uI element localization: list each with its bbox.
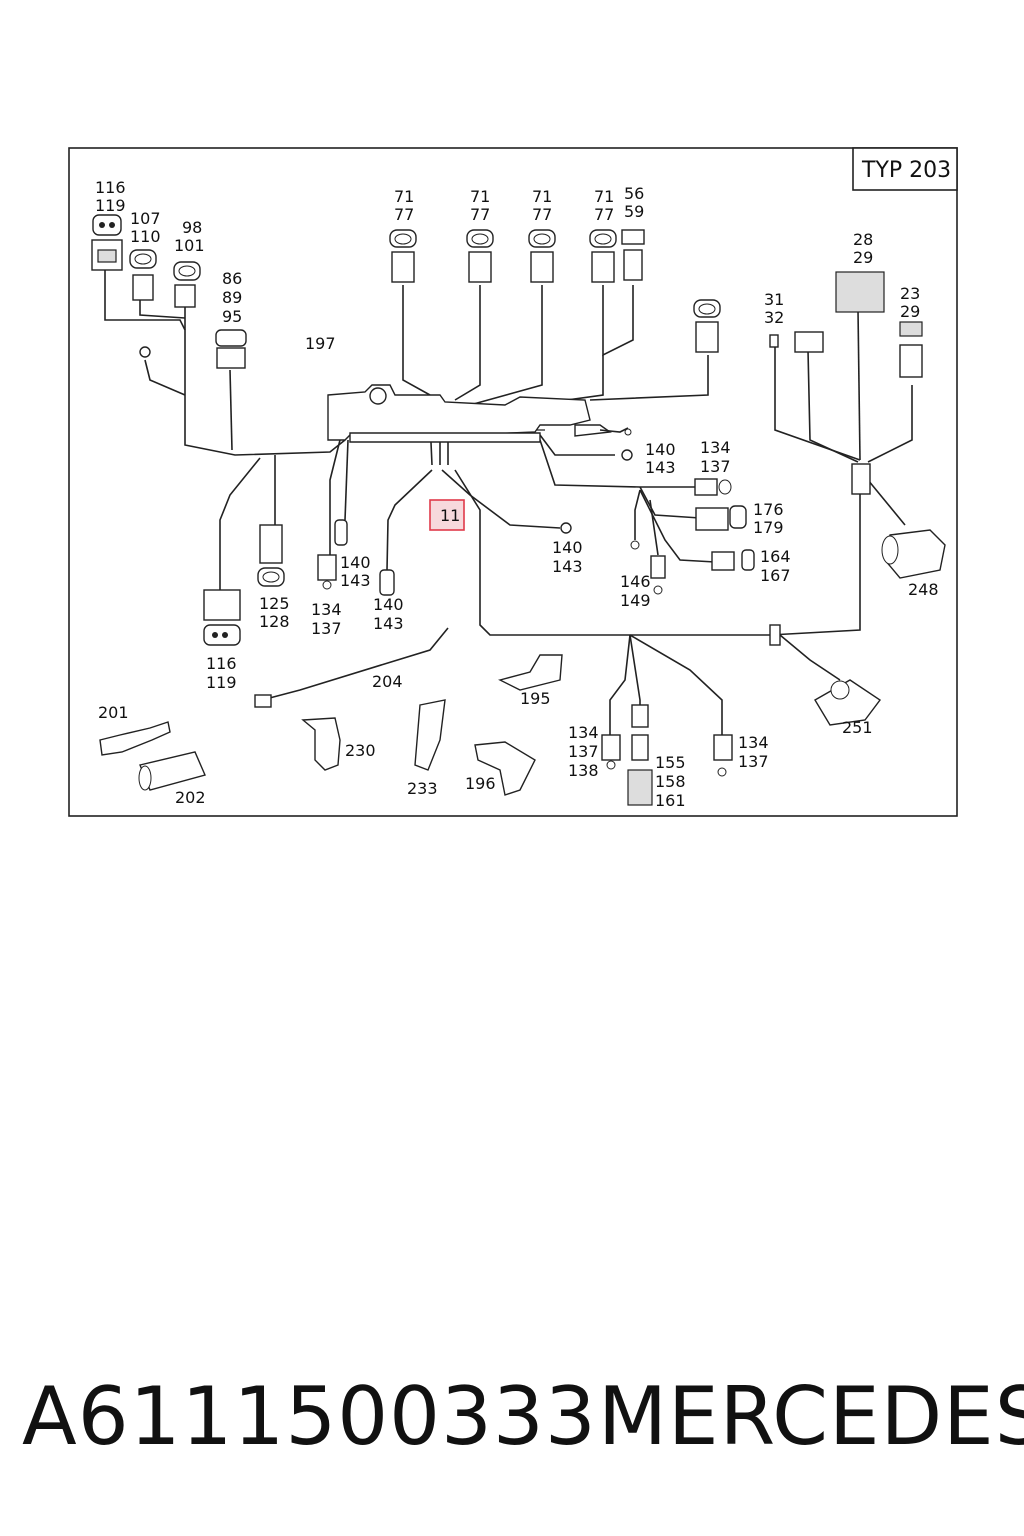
callout-label: 202 <box>175 788 206 807</box>
callout-label: 251 <box>842 718 873 737</box>
callout-label: 233 <box>407 779 438 798</box>
wiring-harness-diagram: TYP 203 <box>68 147 958 817</box>
wiring <box>104 270 913 735</box>
callout-label: 195 <box>520 689 551 708</box>
callout-label: 197 <box>305 334 336 353</box>
callout-label: 230 <box>345 741 376 760</box>
diagram-frame <box>68 147 958 817</box>
callout-label: 196 <box>465 774 496 793</box>
part-number: A6111500333 <box>22 1370 597 1463</box>
type-badge: TYP 203 <box>852 147 958 191</box>
callout-11-text: 11 <box>440 506 460 525</box>
harness-housing <box>327 384 632 443</box>
callout-label: 248 <box>908 580 939 599</box>
highlighted-callout-11[interactable]: 11 <box>429 499 465 531</box>
loose-parts <box>99 627 563 796</box>
brand-name: MERCEDES <box>598 1370 1024 1463</box>
connectors <box>91 214 946 806</box>
type-badge-text: TYP 203 <box>861 158 951 183</box>
callout-label: 204 <box>372 672 403 691</box>
product-caption: A6111500333 MERCEDES <box>0 1370 1024 1470</box>
callout-label: 201 <box>98 703 129 722</box>
